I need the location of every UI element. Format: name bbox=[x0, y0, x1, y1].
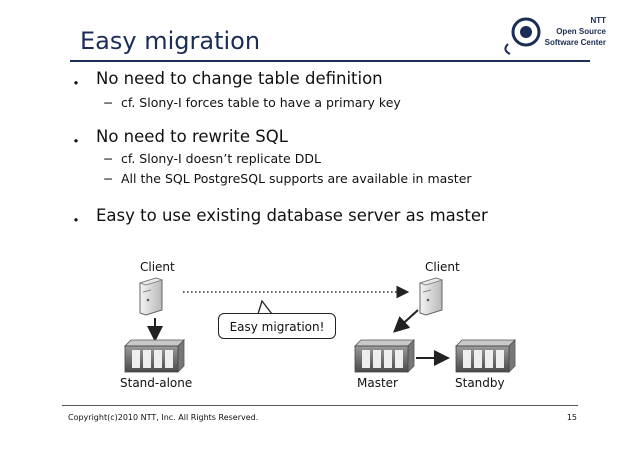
client-right-label: Client bbox=[425, 260, 460, 274]
bullet-marker: ・ bbox=[68, 132, 85, 151]
client-left-label: Client bbox=[140, 260, 175, 274]
bullet-2-sub-2: −All the SQL PostgreSQL supports are ava… bbox=[103, 171, 472, 186]
bullet-2-text: No need to rewrite SQL bbox=[96, 127, 288, 146]
footer-divider bbox=[62, 405, 578, 406]
master-label: Master bbox=[357, 376, 398, 390]
copyright-notice: Copyright(c)2010 NTT, Inc. All Rights Re… bbox=[68, 413, 259, 422]
logo-text-line2: Open Source bbox=[556, 27, 606, 36]
bullet-marker: ・ bbox=[68, 211, 85, 230]
ntt-oss-logo: NTT Open Source Software Center bbox=[500, 10, 610, 58]
server-standalone-icon bbox=[124, 339, 185, 373]
bullet-2-sub-1: −cf. Slony-I doesn’t replicate DDL bbox=[103, 151, 321, 166]
title-divider bbox=[70, 60, 590, 62]
page-number: 15 bbox=[566, 413, 577, 422]
logo-text-line1: NTT bbox=[590, 16, 606, 25]
bullet-marker: ・ bbox=[68, 74, 85, 93]
bullet-2-sub-1-text: cf. Slony-I doesn’t replicate DDL bbox=[121, 151, 321, 166]
client-right-icon bbox=[418, 277, 444, 316]
slide-title: Easy migration bbox=[80, 27, 261, 55]
dash-marker: − bbox=[103, 171, 114, 186]
callout-pointer bbox=[257, 299, 273, 315]
bullet-1-sub-1-text: cf. Slony-I forces table to have a prima… bbox=[121, 95, 401, 110]
client-to-master-arrow bbox=[393, 309, 419, 333]
bullet-1-sub-1: −cf. Slony-I forces table to have a prim… bbox=[103, 95, 401, 110]
dash-marker: − bbox=[103, 151, 114, 166]
standby-label: Standby bbox=[455, 376, 505, 390]
server-standby-icon bbox=[455, 339, 516, 373]
standalone-label: Stand-alone bbox=[120, 376, 193, 390]
client-left-icon bbox=[138, 277, 164, 316]
bullet-1-text: No need to change table definition bbox=[96, 69, 383, 88]
logo-text-line3: Software Center bbox=[544, 38, 606, 47]
bullet-2-sub-2-text: All the SQL PostgreSQL supports are avai… bbox=[121, 171, 472, 186]
server-master-icon bbox=[354, 339, 415, 373]
logo-swirl-icon bbox=[504, 17, 541, 55]
dash-marker: − bbox=[103, 95, 114, 110]
bullet-3-text: Easy to use existing database server as … bbox=[96, 206, 488, 225]
easy-migration-callout: Easy migration! bbox=[218, 313, 336, 339]
